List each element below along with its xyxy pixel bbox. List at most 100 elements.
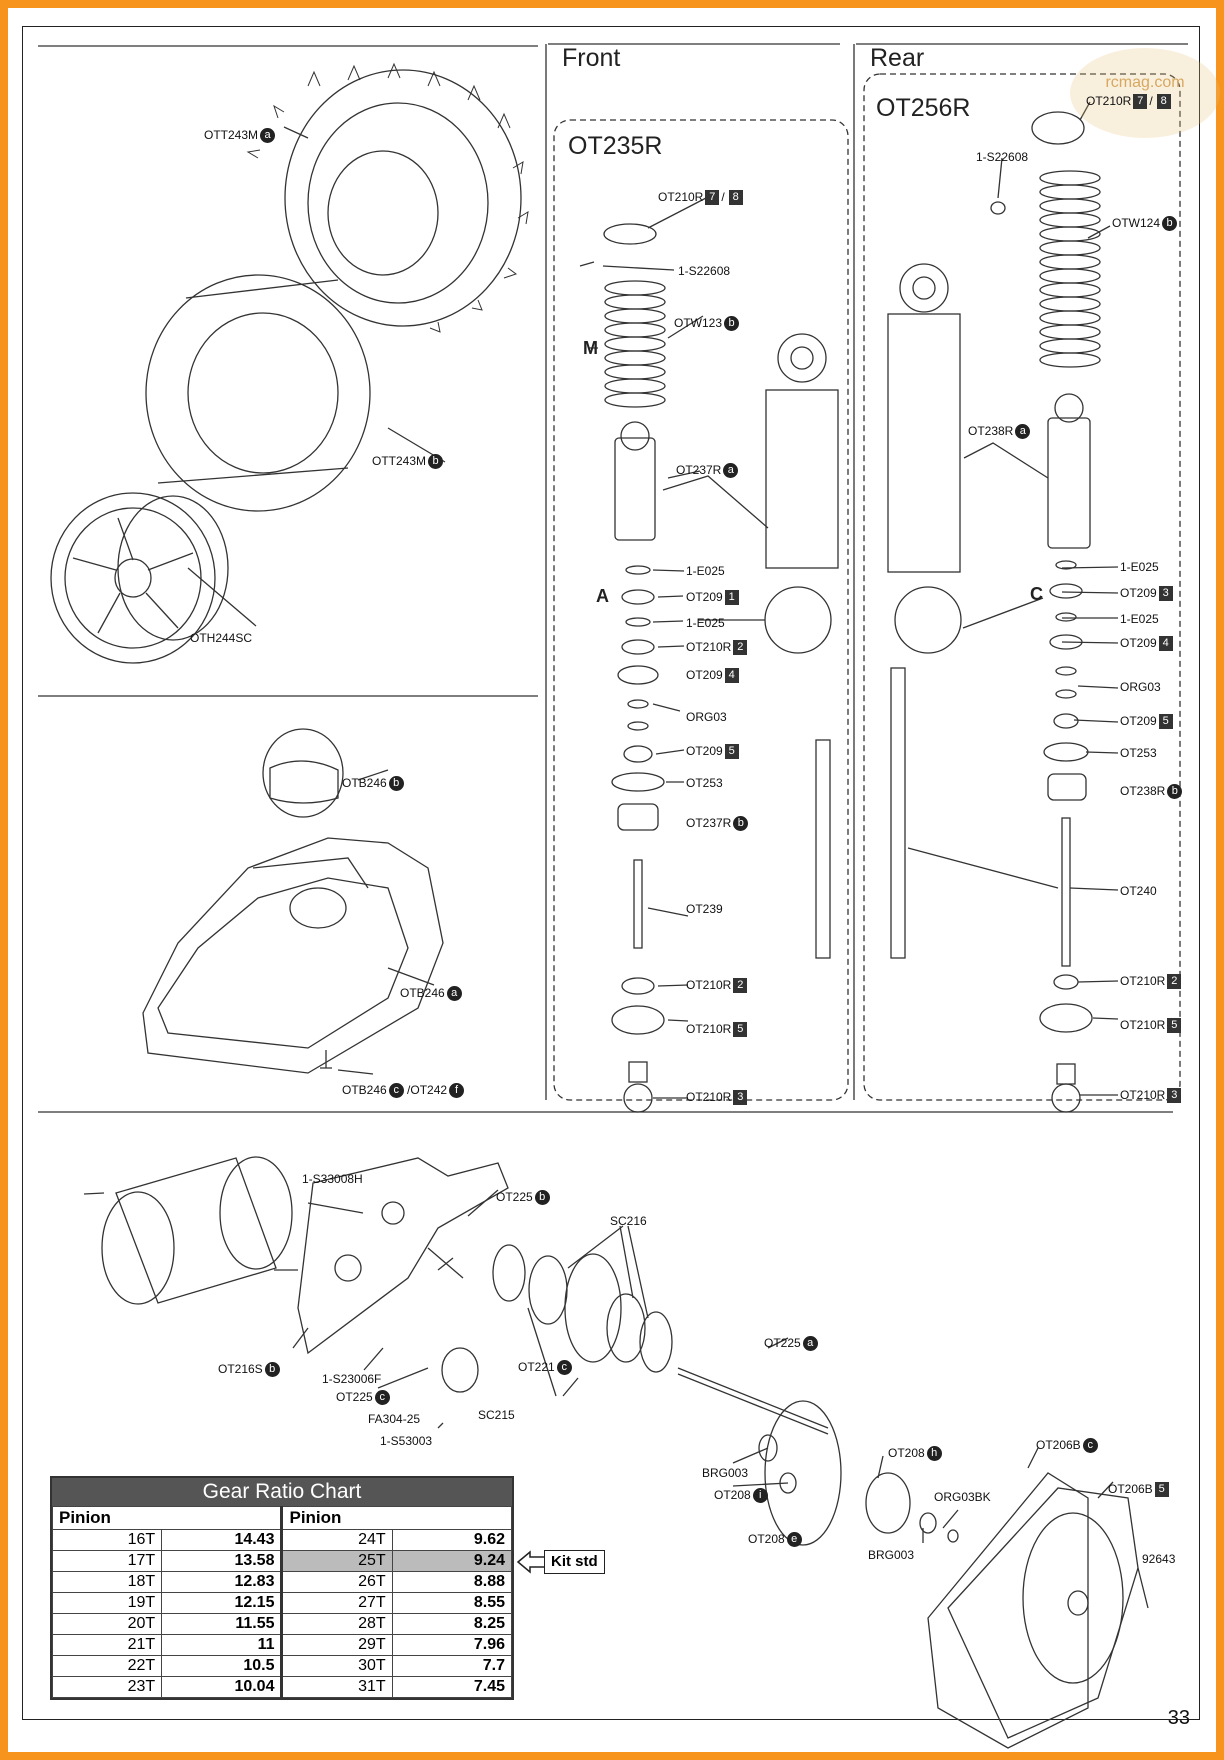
label-brg003-a: BRG003 [702,1466,749,1480]
pinion-cell: 19T [51,1592,163,1614]
layshaft-drawing [677,1367,959,1546]
body-screw-drawing [320,1050,332,1069]
rear-label-12: OT240 [1120,884,1157,898]
variant-badge: a [260,128,276,144]
rear-label-6: 1-E025 [1120,612,1159,626]
pinion-cell: 18T [51,1571,163,1593]
part-code: OT209 [686,668,723,682]
part-code: OT238R [1120,784,1166,798]
ratio-cell: 13.58 [161,1550,283,1572]
pinion-header-right: Pinion [280,1506,512,1530]
variant-badge: h [926,1446,942,1462]
part-code: OT238R [968,424,1014,438]
kit-std-arrow-icon [516,1550,546,1574]
rear-spring [1039,170,1101,368]
variant-badge: b [388,776,404,792]
part-code: OTB246 [400,986,445,1000]
part-code-2: /OT242 [407,1083,448,1097]
part-code: OTB246 [342,1083,387,1097]
pinion-cell: 27T [280,1592,393,1614]
front-label-13: OT239 [686,902,723,916]
variant-badge: a [1015,424,1031,440]
label-org03bk: ORG03BK [934,1490,991,1504]
part-code: OT210R [1086,94,1132,108]
front-label-9: ORG03 [686,710,727,724]
ratio-cell: 12.83 [161,1571,283,1593]
part-code: OT237R [686,816,732,830]
part-code: OT225 [336,1390,373,1404]
part-code: OT210R [686,1090,732,1104]
part-code: OT225 [764,1336,801,1350]
front-spring [604,280,666,408]
ratio-cell: 12.15 [161,1592,283,1614]
variant-number: 5 [1167,1018,1182,1034]
pinion-cell: 24T [280,1529,393,1551]
pinion-cell: 17T [51,1550,163,1572]
label-1-s33008h: 1-S33008H [302,1172,363,1186]
front-label-6: 1-E025 [686,616,725,630]
manual-page: rcmag.com Front Rear OT235R OT256R OTT24… [8,8,1220,1752]
front-spring-rate-letter: M [583,338,598,358]
part-code: OT210R [1120,974,1166,988]
slash: / [721,190,725,204]
part-code: OT210R [1120,1018,1166,1032]
part-code: OT210R [658,190,704,204]
ratio-cell: 11 [161,1634,283,1656]
variant-badge: c [374,1390,390,1406]
ratio-cell: 14.43 [161,1529,283,1551]
tire-drawing [246,62,529,333]
part-code: OT221 [518,1360,555,1374]
part-code: OTT243M [204,128,259,142]
part-code: OT208 [714,1488,751,1502]
part-code: OT210R [686,1022,732,1036]
ratio-cell-kit-std: 9.24 [391,1550,513,1572]
variant-badge: c [388,1083,404,1099]
rear-valve-letter: C [1030,584,1043,604]
watermark-text: rcmag.com [1105,74,1185,91]
part-code: OT237R [676,463,722,477]
part-code: OT209 [1120,714,1157,728]
rear-kit-code: OT256R [876,94,971,122]
front-label-11: OT253 [686,776,723,790]
front-label-1: 1-S22608 [678,264,731,278]
rear-section-title: Rear [870,44,925,72]
foam-insert-drawing [145,274,371,512]
part-code: OT206B [1036,1438,1081,1452]
exploded-view-artwork [38,43,1188,1749]
variant-badge: b [733,816,749,832]
part-code: OTT243M [372,454,427,468]
variant-badge: e [786,1532,802,1548]
driver-body-drawing [142,837,444,1074]
variant-number: 5 [724,744,739,760]
variant-number: 2 [1167,974,1182,990]
part-code: OT225 [496,1190,533,1204]
variant-number: 3 [1167,1088,1182,1104]
ratio-cell: 10.04 [161,1676,283,1698]
variant-badge: a [723,463,739,479]
page-frame [22,26,1200,1720]
rear-label-8: ORG03 [1120,680,1161,694]
